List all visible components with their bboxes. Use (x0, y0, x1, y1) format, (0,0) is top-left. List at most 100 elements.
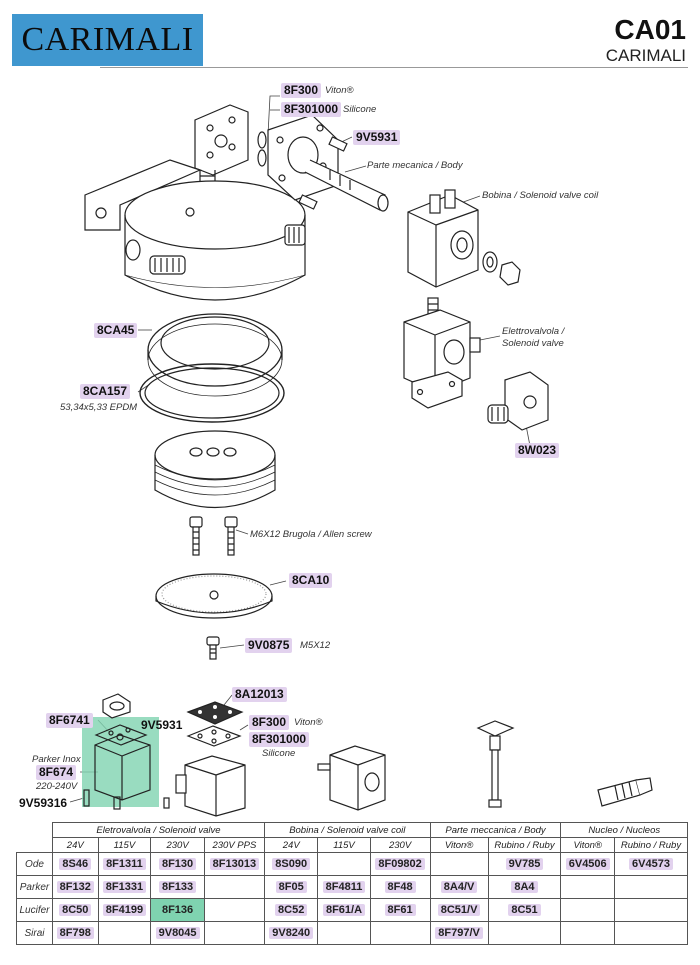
table-cell (97, 921, 152, 945)
part-code: 6V4573 (629, 858, 673, 870)
label-9v5931: 9V5931 (353, 130, 401, 145)
table-cell: 8F4199 (97, 898, 152, 922)
screw-9v0875 (206, 636, 220, 660)
document-brand: CARIMALI (605, 46, 686, 65)
gasket-lower (186, 725, 242, 747)
table-cell: 6V4506 (560, 852, 615, 876)
label-8f674: 8F674 (36, 765, 77, 780)
label-9v59316: 9V59316 (19, 796, 68, 810)
part-code: 9V8240 (269, 927, 314, 939)
part-code: 8F09802 (375, 858, 425, 870)
plunger-nucleo (597, 777, 653, 807)
note-silicone: Silicone (343, 104, 377, 115)
part-code: 6V4506 (565, 858, 610, 870)
part-code: 8F48 (384, 881, 416, 893)
solenoid-valve-lower (163, 755, 246, 817)
label-8f301000: 8F301000 (281, 102, 342, 117)
table-cell: 9V785 (487, 852, 562, 876)
table-cell (317, 921, 371, 945)
label-8f300: 8F300 (281, 83, 322, 98)
sub-body-ruby: Rubino / Ruby (487, 837, 562, 853)
label-8ca10: 8CA10 (289, 573, 333, 588)
mechanical-body-lower (476, 720, 515, 808)
part-code: 8F798 (56, 927, 94, 939)
part-code: 8C52 (275, 904, 308, 916)
note-body: Parte mecanica / Body (367, 160, 463, 171)
oring-8ca157 (139, 363, 285, 423)
table-cell (487, 921, 562, 945)
table-cell: 8C51/V (429, 898, 489, 922)
shower-screen-8ca10 (155, 573, 273, 619)
part-code: 8F136 (161, 904, 194, 916)
table-cell (317, 852, 371, 876)
table-cell: 8A4 (487, 875, 562, 899)
table-cell: 8F133 (150, 875, 205, 899)
part-code: 8F130 (158, 858, 197, 870)
table-cell: 8F09802 (369, 852, 431, 876)
part-code: 8F797/V (435, 927, 483, 939)
valve-body-block (84, 159, 306, 301)
note-viton: Viton® (325, 85, 354, 96)
table-cell (203, 921, 265, 945)
table-cell: 8A4/V (429, 875, 489, 899)
header-rule (100, 67, 688, 68)
table-cell: 8C50 (52, 898, 99, 922)
label-8a12013: 8A12013 (232, 687, 287, 702)
part-code: 9V785 (505, 858, 544, 870)
table-cell: 8F136 (150, 898, 205, 922)
note-parker-inox: Parker Inox (32, 754, 81, 765)
table-cell: 9V8240 (263, 921, 319, 945)
part-code: 8C51/V (437, 904, 481, 916)
highlighted-solenoid-valve (82, 693, 159, 810)
part-code: 8F61/A (322, 904, 366, 916)
table-cell: 9V8045 (150, 921, 205, 945)
note-viton-lower: Viton® (294, 717, 323, 728)
part-code: 8S46 (59, 858, 92, 870)
table-cell (613, 898, 689, 922)
sub-nucleo-viton: Viton® (560, 837, 615, 853)
group-body: Parte meccanica / Body (429, 822, 562, 838)
solenoid-valve-assembly (403, 297, 481, 409)
part-code: 8F4199 (102, 904, 147, 916)
label-8f301000-lower: 8F301000 (249, 732, 310, 747)
connector-plug (487, 371, 549, 431)
sub-115v: 115V (97, 837, 152, 853)
part-code: 8F1311 (103, 858, 146, 870)
table-cell (613, 921, 689, 945)
logo-text: CARIMALI (21, 21, 194, 58)
sub-coil-230v: 230V (369, 837, 431, 853)
table-cell: 6V4573 (613, 852, 689, 876)
table-cell: 8F13013 (203, 852, 265, 876)
allen-screws (189, 516, 238, 556)
row-brand: Parker (16, 875, 53, 899)
part-code: 8A4/V (440, 881, 478, 893)
sub-body-viton: Viton® (429, 837, 489, 853)
label-8ca45: 8CA45 (94, 323, 138, 338)
table-cell: 8F798 (52, 921, 99, 945)
table-cell (560, 898, 615, 922)
flange-gaskets (257, 131, 267, 167)
table-cell: 8F4811 (317, 875, 371, 899)
part-code: 8A4 (511, 881, 538, 893)
note-epdm: 53,34x5,33 EPDM (60, 402, 138, 413)
table-cell (203, 898, 265, 922)
table-cell: 8F48 (369, 875, 431, 899)
table-cell: 8F1311 (97, 852, 152, 876)
table-cell (560, 921, 615, 945)
note-coil: Bobina / Solenoid valve coil (482, 190, 599, 201)
table-cell: 8F130 (150, 852, 205, 876)
note-valve: Elettrovalvola / Solenoid valve (502, 326, 565, 349)
coil-lower (317, 745, 386, 811)
part-code: 8F132 (56, 881, 94, 893)
ring-8ca45 (147, 313, 283, 397)
table-cell (203, 875, 265, 899)
label-8f6741: 8F6741 (46, 713, 93, 728)
carimali-logo: CARIMALI (12, 14, 203, 66)
label-8w023: 8W023 (515, 443, 560, 458)
label-9v5931-lower: 9V5931 (141, 718, 183, 732)
part-code: 8F4811 (322, 881, 366, 893)
